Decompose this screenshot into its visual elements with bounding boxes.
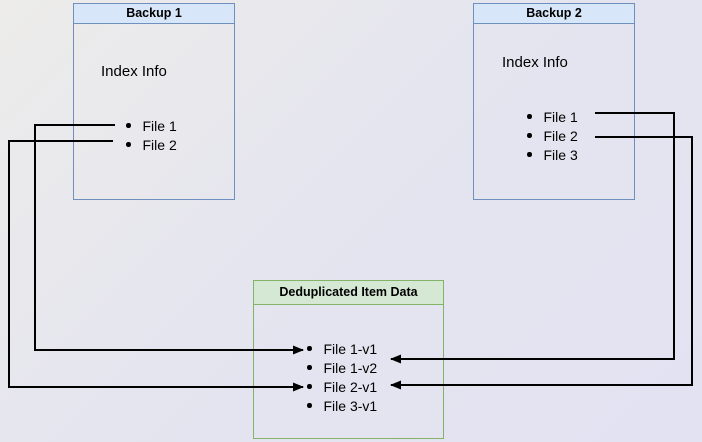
bullet-icon xyxy=(126,142,131,147)
list-item: File 2 xyxy=(126,135,177,154)
list-item: File 1-v2 xyxy=(307,358,377,377)
list-item-label: File 2 xyxy=(543,127,578,144)
node-backup-2-header: Backup 2 xyxy=(474,4,634,24)
index-info-label: Index Info xyxy=(502,54,568,71)
list-item: File 2 xyxy=(527,126,578,145)
node-backup-1: Backup 1 Index Info File 1 File 2 xyxy=(73,3,235,200)
node-backup-2: Backup 2 Index Info File 1 File 2 File 3 xyxy=(473,3,635,200)
list-item-label: File 1-v1 xyxy=(323,340,378,357)
bullet-icon xyxy=(527,133,532,138)
list-item: File 1 xyxy=(527,107,578,126)
node-dedup-header: Deduplicated Item Data xyxy=(254,281,443,305)
bullet-icon xyxy=(307,403,312,408)
bullet-icon xyxy=(527,114,532,119)
list-item: File 2-v1 xyxy=(307,377,377,396)
list-item-label: File 3-v1 xyxy=(323,397,378,414)
node-deduplicated-item-data: Deduplicated Item Data File 1-v1 File 1-… xyxy=(253,280,444,439)
list-item-label: File 1 xyxy=(543,108,578,125)
bullet-icon xyxy=(527,152,532,157)
list-item: File 3-v1 xyxy=(307,396,377,415)
backup-2-file-list: File 1 File 2 File 3 xyxy=(527,107,578,164)
list-item-label: File 1 xyxy=(142,117,177,134)
node-dedup-title: Deduplicated Item Data xyxy=(279,285,418,299)
node-backup-2-title: Backup 2 xyxy=(526,6,582,20)
list-item-label: File 2 xyxy=(142,136,177,153)
list-item-label: File 2-v1 xyxy=(323,378,378,395)
bullet-icon xyxy=(307,365,312,370)
node-backup-1-header: Backup 1 xyxy=(74,4,234,24)
backup-1-file-list: File 1 File 2 xyxy=(126,116,177,154)
bullet-icon xyxy=(307,346,312,351)
node-backup-1-title: Backup 1 xyxy=(126,6,182,20)
list-item-label: File 3 xyxy=(543,146,578,163)
dedup-file-list: File 1-v1 File 1-v2 File 2-v1 File 3-v1 xyxy=(307,339,377,415)
list-item: File 3 xyxy=(527,145,578,164)
bullet-icon xyxy=(307,384,312,389)
list-item: File 1 xyxy=(126,116,177,135)
bullet-icon xyxy=(126,123,131,128)
list-item: File 1-v1 xyxy=(307,339,377,358)
list-item-label: File 1-v2 xyxy=(323,359,378,376)
index-info-label: Index Info xyxy=(101,63,167,80)
